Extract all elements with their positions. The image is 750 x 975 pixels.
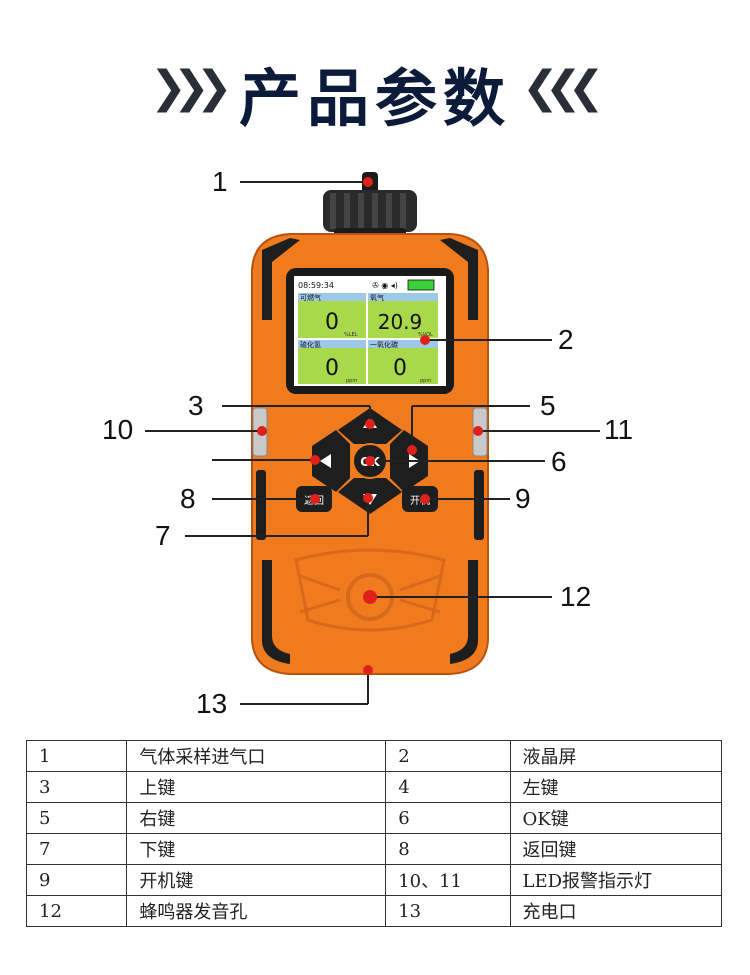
table-cell: 2 <box>385 740 511 772</box>
page-title: 产品参数 <box>238 62 511 135</box>
table-cell: 液晶屏 <box>509 740 722 772</box>
table-cell: 返回键 <box>509 833 722 865</box>
callout-12: 12 <box>560 581 592 612</box>
cell-unit: %VOL <box>418 332 433 338</box>
cell-value: 0 <box>325 310 339 335</box>
battery-icon <box>407 279 435 291</box>
device-illustration: 08:59:34 ✇ ◉ ◂) 可燃气 氧气 硫化氢 一氧化碳 0 20.9 0… <box>145 172 600 705</box>
cell-unit: %LEL <box>344 332 358 338</box>
callout-lines <box>145 181 600 705</box>
cell-unit: ppm <box>346 378 357 384</box>
cell-label: 可燃气 <box>300 293 321 302</box>
table-cell: 1 <box>25 740 128 772</box>
table-cell: 9 <box>25 864 128 896</box>
table-cell: 开机键 <box>126 864 387 896</box>
callout-7: 7 <box>155 520 171 551</box>
table-cell: 13 <box>385 895 511 927</box>
cell-unit: ppm <box>420 378 431 384</box>
table-cell: 蜂鸣器发音孔 <box>126 895 387 927</box>
callout-8: 8 <box>180 483 196 514</box>
table-cell: 4 <box>385 771 511 803</box>
cell-value: 0 <box>325 356 339 381</box>
screen-time: 08:59:34 <box>298 281 334 290</box>
table-cell: 右键 <box>126 802 387 834</box>
callout-5: 5 <box>540 390 556 421</box>
callout-10: 10 <box>102 414 134 445</box>
callout-dots <box>257 177 483 675</box>
table-cell: 左键 <box>509 771 722 803</box>
table-cell: 下键 <box>126 833 387 865</box>
table-cell: 上键 <box>126 771 387 803</box>
callout-9: 9 <box>515 483 531 514</box>
callout-1: 1 <box>212 166 228 197</box>
svg-text:✇ ◉ ◂): ✇ ◉ ◂) <box>372 281 398 290</box>
table-cell: 充电口 <box>509 895 722 927</box>
callout-13: 13 <box>196 688 228 719</box>
table-cell: OK键 <box>509 802 722 834</box>
table-cell: 3 <box>25 771 128 803</box>
table-cell: 12 <box>25 895 128 927</box>
screen-cells: 可燃气 氧气 硫化氢 一氧化碳 0 20.9 0 0 %LEL %VOL ppm… <box>298 293 438 384</box>
table-cell: 5 <box>25 802 128 834</box>
cell-value: 0 <box>393 356 407 381</box>
cell-label: 氧气 <box>370 293 384 302</box>
cell-label: 一氧化碳 <box>370 340 398 349</box>
callout-3: 3 <box>188 390 204 421</box>
callout-11: 11 <box>604 414 634 445</box>
callout-6: 6 <box>551 446 567 477</box>
table-cell: 10、11 <box>385 864 511 896</box>
table-cell: LED报警指示灯 <box>509 864 722 896</box>
title-banner: ❯❯❯ 产品参数 ❮❮❮ <box>0 40 750 135</box>
callout-2: 2 <box>558 324 574 355</box>
table-cell: 气体采样进气口 <box>126 740 387 772</box>
table-cell: 8 <box>385 833 511 865</box>
arrow-left-icon <box>320 454 331 468</box>
cell-label: 硫化氢 <box>300 340 321 349</box>
gas-inlet <box>323 172 417 242</box>
cell-value: 20.9 <box>378 310 423 334</box>
table-cell: 6 <box>385 802 511 834</box>
table-cell: 7 <box>25 833 128 865</box>
